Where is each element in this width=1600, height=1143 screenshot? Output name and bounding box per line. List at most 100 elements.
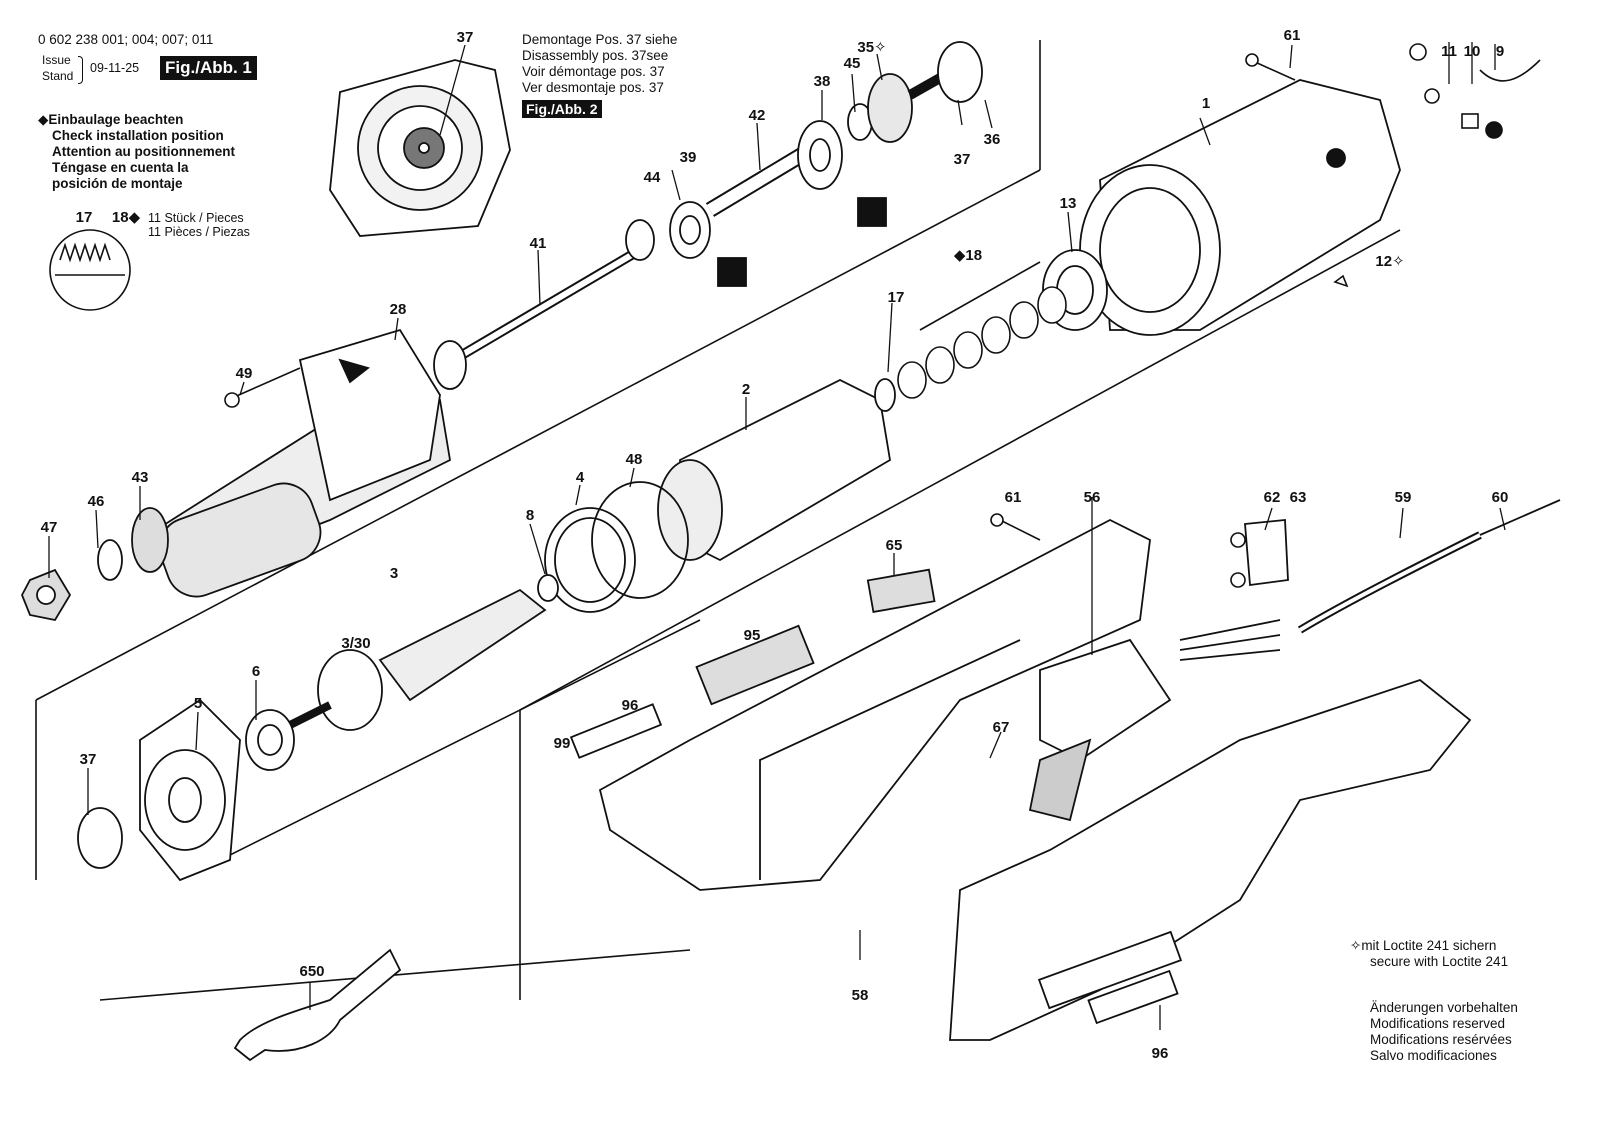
disassembly-note-es: Ver desmontaje pos. 37 [522, 80, 664, 95]
qty-note-line2: 11 Pièces / Piezas [148, 225, 250, 239]
install-note-de-text: Einbaulage beachten [48, 112, 184, 127]
label-part-18: ◆18 [953, 247, 983, 264]
label-part-11: 11 [1441, 43, 1457, 60]
label-part-18-num: 18 [965, 247, 983, 264]
ground-symbol [1409, 43, 1427, 61]
cord-drawing [1179, 499, 1561, 661]
label-detail-18: 18◆ [111, 209, 141, 226]
label-part-37-right: 37 [953, 151, 971, 168]
label-part-61-mid: 61 [1004, 489, 1022, 506]
label-part-58: 58 [851, 987, 869, 1004]
label-part-17: 17 [887, 289, 905, 306]
part-number-text: 0 602 238 001; 004; 007; 011 [38, 32, 214, 47]
s-marker-2 [1485, 121, 1503, 139]
label-part-3-30: 3/30 [341, 635, 371, 652]
label-detail-18-num: 18 [111, 209, 129, 226]
rotor-drawing [77, 588, 547, 882]
label-part-96-bottom: 96 [1151, 1045, 1169, 1062]
label-part-43: 43 [131, 469, 149, 486]
loctite-note-en: secure with Loctite 241 [1370, 954, 1509, 969]
label-part-3: 3 [389, 565, 399, 582]
label-part-41: 41 [529, 235, 547, 252]
install-note-es1: Téngase en cuenta la [52, 160, 189, 175]
label-part-39: 39 [679, 149, 697, 166]
issue-brace [78, 56, 83, 84]
qty-note-line1: 11 Stück / Pieces [148, 211, 244, 225]
label-part-6: 6 [251, 663, 261, 680]
disassembly-note-en: Disassembly pos. 37see [522, 48, 669, 63]
label-part-63: 63 [1289, 489, 1307, 506]
leader-lines [48, 42, 1506, 1030]
label-part-96-top: 96 [621, 697, 639, 714]
label-part-67: 67 [992, 719, 1010, 736]
loctite-note-de: ✧mit Loctite 241 sichern [1350, 938, 1497, 953]
disassembly-note-de: Demontage Pos. 37 siehe [522, 32, 678, 47]
label-part-37-top: 37 [456, 29, 474, 46]
label-part-35-num: 35 [857, 39, 875, 56]
label-part-8: 8 [525, 507, 535, 524]
label-part-48: 48 [625, 451, 643, 468]
modifications-es: Salvo modificaciones [1370, 1048, 1497, 1063]
install-note-es2: posición de montaje [52, 176, 183, 191]
bearing-tool-icon-1 [717, 257, 747, 287]
issue-text: Issue [42, 53, 71, 67]
modifications-fr: Modifications resérvées [1370, 1032, 1512, 1047]
label-part-9: 9 [1495, 43, 1505, 60]
frame-line-mid [179, 619, 701, 881]
brush-rings-drawing [897, 261, 1067, 399]
label-detail-17: 17 [75, 209, 93, 226]
fig2-badge: Fig./Abb. 2 [522, 100, 602, 118]
gear-housing-drawing [21, 328, 451, 622]
label-part-44: 44 [643, 169, 661, 186]
detail-inset-drawing [49, 229, 131, 311]
label-part-60: 60 [1491, 489, 1509, 506]
label-part-46: 46 [87, 493, 105, 510]
label-part-12-num: 12 [1375, 253, 1393, 270]
armature-drawing [537, 378, 896, 613]
motor-housing-drawing [1079, 79, 1401, 336]
label-part-28: 28 [389, 301, 407, 318]
label-part-61-top: 61 [1283, 27, 1301, 44]
date-text: 09-11-25 [90, 61, 140, 75]
label-part-1: 1 [1201, 95, 1211, 112]
modifications-de: Änderungen vorbehalten [1370, 1000, 1518, 1015]
label-part-47: 47 [40, 519, 58, 536]
label-part-10: 10 [1463, 43, 1481, 60]
bearing-tool-icon-2 [857, 197, 887, 227]
handle-housing-drawing [569, 518, 1172, 891]
install-note-en: Check installation position [52, 128, 224, 143]
label-part-35: 35✧ [857, 39, 887, 56]
label-part-2: 2 [741, 381, 751, 398]
stand-text: Stand [42, 69, 74, 83]
frame-line-upper [35, 169, 1041, 701]
label-part-62: 62 [1263, 489, 1281, 506]
label-part-12: 12✧ [1375, 253, 1405, 270]
label-part-49: 49 [235, 365, 253, 382]
s-marker-1 [1326, 148, 1346, 168]
label-part-95: 95 [743, 627, 761, 644]
label-part-13: 13 [1059, 195, 1077, 212]
modifications-en: Modifications reserved [1370, 1016, 1506, 1031]
label-part-38: 38 [813, 73, 831, 90]
fig1-badge: Fig./Abb. 1 [160, 56, 257, 80]
install-note-de: ◆Einbaulage beachten [38, 112, 184, 127]
loctite-note-de-text: mit Loctite 241 sichern [1361, 938, 1497, 953]
label-part-5: 5 [193, 695, 203, 712]
end-plate-drawing [329, 59, 511, 237]
label-part-45: 45 [843, 55, 861, 72]
label-part-36: 36 [983, 131, 1001, 148]
spindle-drawing [433, 41, 983, 390]
frame-line-lower [519, 229, 1401, 711]
label-part-56: 56 [1083, 489, 1101, 506]
label-part-65: 65 [885, 537, 903, 554]
label-part-99: 99 [553, 735, 571, 752]
handle-cover-drawing [949, 678, 1472, 1041]
label-part-4: 4 [575, 469, 585, 486]
label-part-59: 59 [1394, 489, 1412, 506]
small-screws-drawing [990, 43, 1541, 588]
label-part-650: 650 [299, 963, 325, 980]
disassembly-note-fr: Voir démontage pos. 37 [522, 64, 665, 79]
install-note-fr: Attention au positionnement [52, 144, 235, 159]
